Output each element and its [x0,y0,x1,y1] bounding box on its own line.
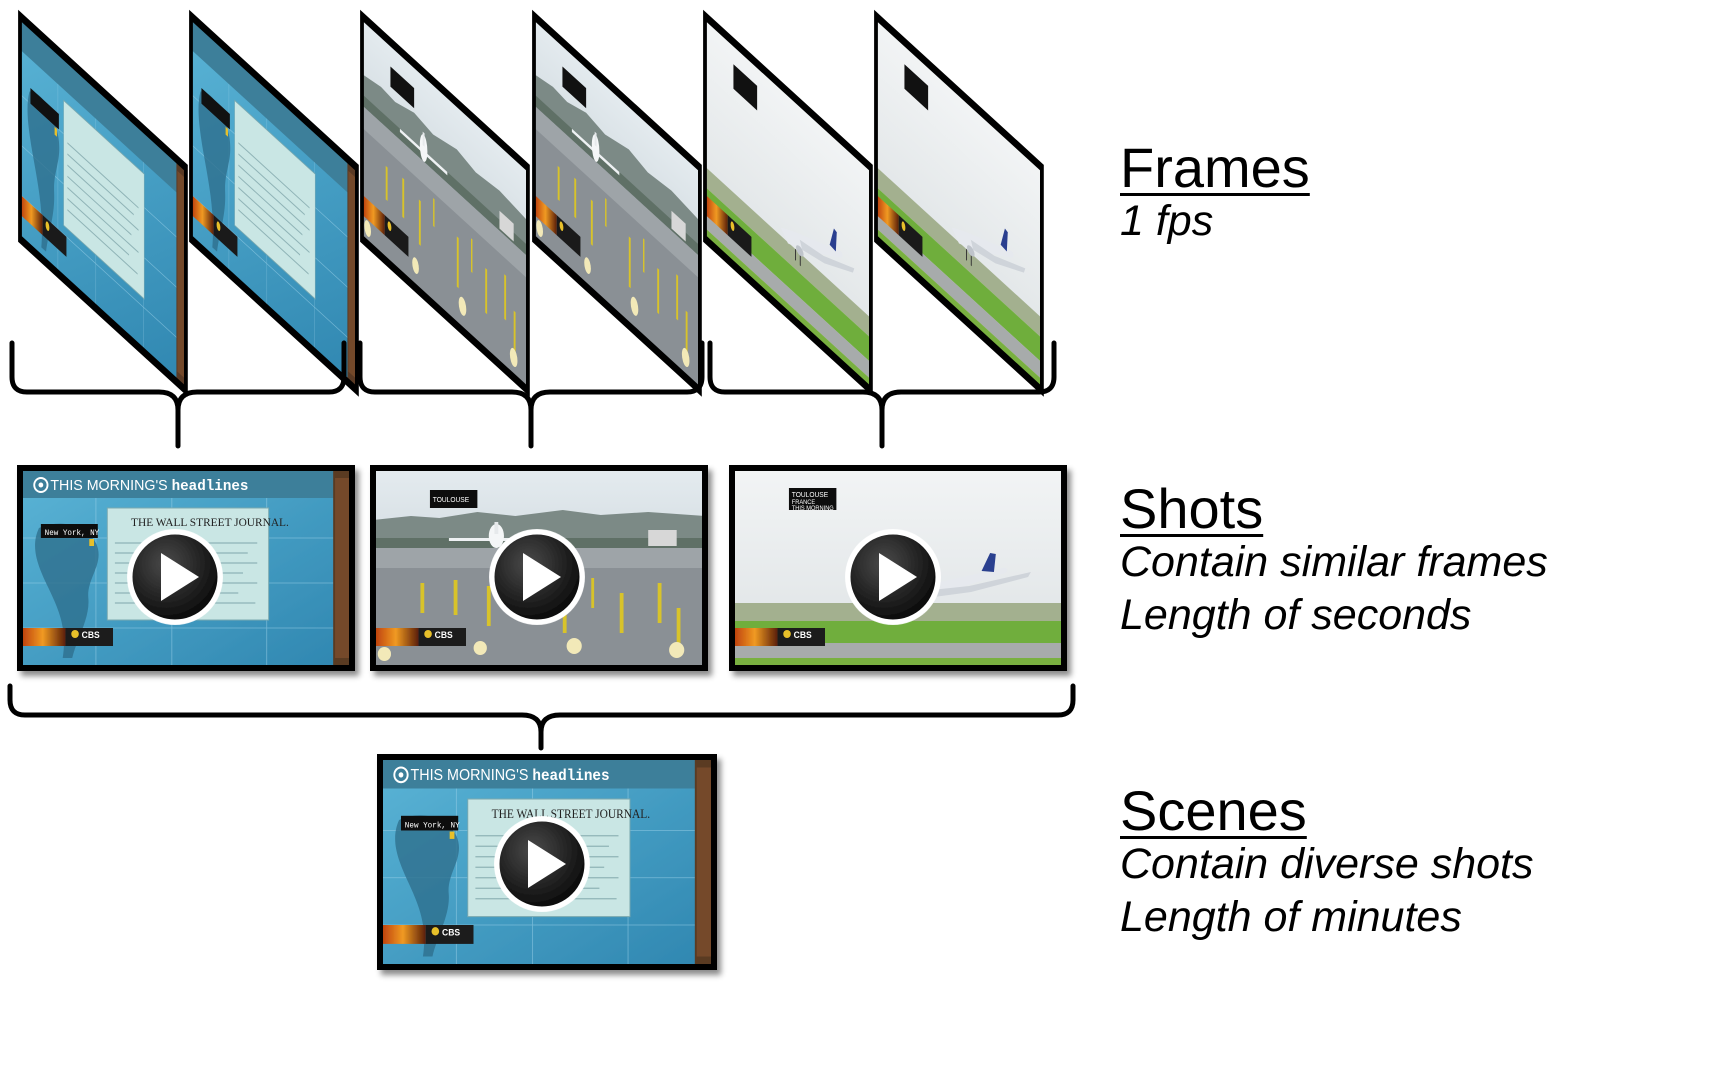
shot-1-location: New York, NY [45,530,100,538]
frame-4 [532,9,702,397]
shot-1-network: CBS [82,630,100,640]
scenes-length: Length of minutes [1120,893,1462,941]
frames-title: Frames [1120,136,1310,199]
shot-2-network: CBS [435,630,453,640]
shot-3-play-icon[interactable] [845,529,941,625]
frame-1 [18,9,188,397]
shot-3-show: THIS MORNING [792,506,834,512]
shots-length: Length of seconds [1120,591,1472,639]
shots-row: THIS MORNING'S headlines THE WALL STREET… [17,465,1067,671]
brace-shot-1 [9,340,347,449]
scene-paper: THE WALL STREET JOURNAL. [492,806,650,821]
shot-1-paper: THE WALL STREET JOURNAL. [131,516,289,529]
scene-network: CBS [442,927,460,937]
brace-shot-2 [357,340,705,449]
shot-2-play-icon[interactable] [489,529,585,625]
shot-2-city: TOULOUSE [433,497,470,504]
shot-2-thumbnail: TOULOUSE CBS [370,465,708,671]
shots-description: Contain similar frames [1120,538,1548,586]
shot-3-city: TOULOUSE [792,492,829,499]
frame-3 [360,9,530,397]
shot-to-scene-brace [7,683,1076,751]
shot-1-thumbnail: THIS MORNING'S headlines THE WALL STREET… [17,465,355,671]
scenes-title: Scenes [1120,779,1307,842]
shots-title: Shots [1120,477,1264,540]
shot-1-headline: THIS MORNING'S headlines [50,478,248,495]
frames-row [18,9,1044,397]
shot-3-country: FRANCE [792,500,815,506]
scene-location: New York, NY [405,821,460,830]
scene-thumbnail: THIS MORNING'S headlines THE WALL STREET… [377,754,717,970]
scene-play-icon[interactable] [494,816,590,912]
frame-5 [703,9,873,397]
scenes-description: Contain diverse shots [1120,840,1534,888]
frame-to-shot-braces [9,340,1057,449]
frame-6 [874,9,1044,397]
frame-2 [189,9,359,397]
brace-shot-3 [707,340,1057,449]
frames-rate: 1 fps [1120,197,1214,245]
shot-3-network: CBS [794,630,812,640]
shot-1-play-icon[interactable] [127,529,223,625]
scene-headline: THIS MORNING'S headlines [411,766,610,785]
shot-3-thumbnail: TOULOUSE FRANCE THIS MORNING CBS [729,465,1067,671]
